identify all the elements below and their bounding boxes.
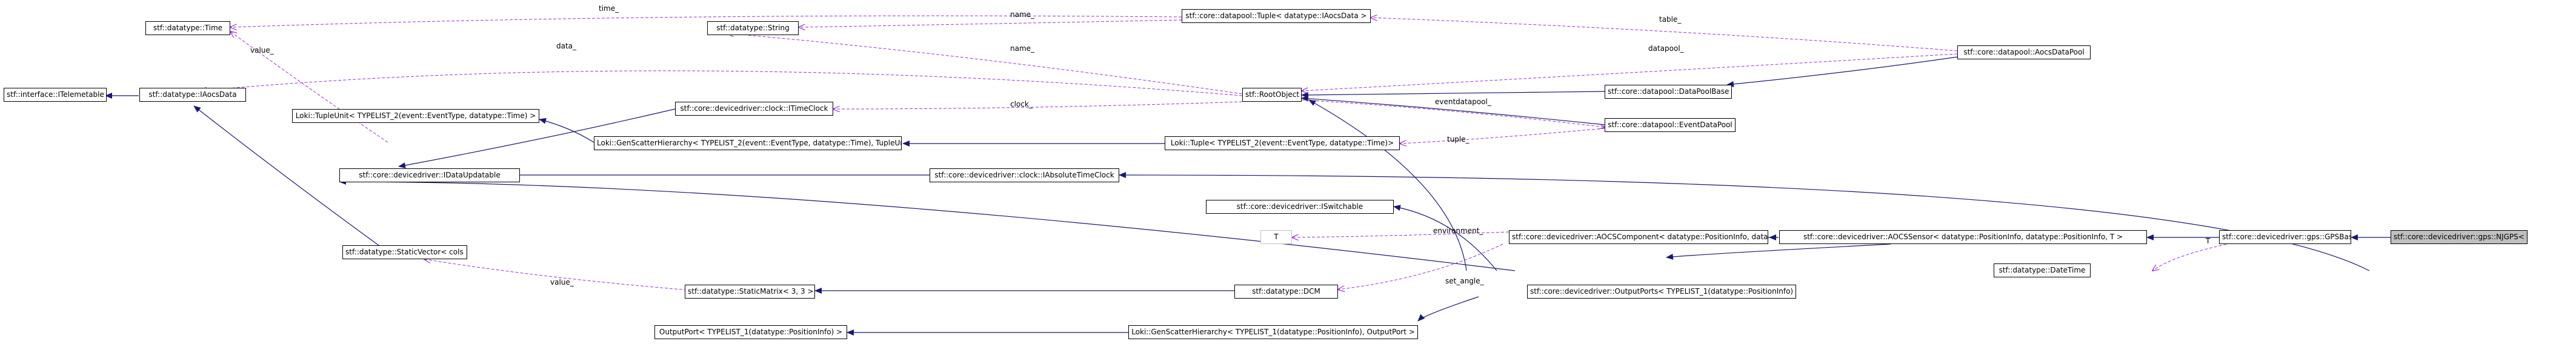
edge-tupleunit-genscatter bbox=[539, 117, 594, 143]
node-gpsbase[interactable]: stf::core::devicedriver::gps::GPSBase< T… bbox=[2219, 230, 2351, 244]
edge-label-datapool: datapool_ bbox=[1648, 44, 1685, 53]
edge-aocscomponent-iswitchable bbox=[1393, 205, 1497, 271]
node-datapoolbase[interactable]: stf::core::datapool::DataPoolBase bbox=[1605, 85, 1732, 99]
edge-label-set-angle: set_angle_ bbox=[1445, 277, 1485, 285]
edge-eventdatapool-rootobject bbox=[1301, 95, 1605, 125]
edge-use-name1 bbox=[799, 19, 1182, 27]
node-itelemetable[interactable]: stf::interface::ITelemetable bbox=[4, 88, 107, 102]
node-staticvector[interactable]: stf::datatype::StaticVector< cols > bbox=[342, 245, 467, 259]
node-rootobject[interactable]: stf::RootObject bbox=[1242, 88, 1302, 102]
edge-label-data: data_ bbox=[556, 42, 577, 50]
edge-label-time: time_ bbox=[599, 4, 619, 13]
edge-aocscomponent-rootobject bbox=[1308, 99, 1467, 271]
node-dcm[interactable]: stf::datatype::DCM bbox=[1234, 285, 1338, 299]
node-datatype-string[interactable]: stf::datatype::String bbox=[707, 21, 799, 35]
edge-label-tuple: tuple_ bbox=[1447, 135, 1470, 144]
edge-use-name2 bbox=[727, 33, 1243, 94]
node-aocssensor[interactable]: stf::core::devicedriver::AOCSSensor< dat… bbox=[1779, 230, 2147, 244]
node-datatype-time[interactable]: stf::datatype::Time bbox=[145, 21, 230, 35]
edge-label-value-time: value_ bbox=[250, 46, 275, 55]
node-outputports[interactable]: stf::core::devicedriver::OutputPorts< TY… bbox=[1527, 285, 1796, 299]
node-genscatter-event[interactable]: Loki::GenScatterHierarchy< TYPELIST_2(ev… bbox=[594, 136, 902, 150]
edge-itimeclock-idataupdatable bbox=[398, 108, 676, 168]
edge-use-value-time bbox=[230, 31, 388, 143]
node-outputport[interactable]: OutputPort< TYPELIST_1(datatype::Positio… bbox=[654, 325, 847, 339]
edge-use-tuple bbox=[1400, 128, 1605, 144]
edge-label-value-sv: value_ bbox=[550, 278, 574, 286]
edge-label-environment: environment_ bbox=[1433, 227, 1483, 235]
node-iabsolutetimeclock[interactable]: stf::core::devicedriver::clock::IAbsolut… bbox=[930, 168, 1119, 182]
edge-use-time bbox=[230, 15, 1182, 27]
edge-outputports-genscatter-output bbox=[1417, 296, 1479, 322]
node-datetime[interactable]: stf::datatype::DateTime bbox=[1994, 263, 2091, 277]
node-iaocsdata-tuple[interactable]: stf::core::datapool::Tuple< datatype::IA… bbox=[1182, 9, 1371, 23]
node-staticmatrix[interactable]: stf::datatype::StaticMatrix< 3, 3 > bbox=[685, 285, 815, 299]
node-eventdatapool[interactable]: stf::core::datapool::EventDataPool bbox=[1605, 118, 1736, 132]
node-iaocsdata[interactable]: stf::datatype::IAocsData bbox=[139, 88, 246, 102]
edge-use-data bbox=[200, 70, 1243, 96]
edge-aocscomponent-idataupdatable bbox=[339, 179, 1516, 271]
edge-label-name1: name_ bbox=[1010, 10, 1035, 19]
edge-use-table bbox=[1371, 18, 1958, 51]
edge-use-clock bbox=[833, 101, 1243, 109]
edge-use-value-sv bbox=[424, 259, 697, 291]
edge-label-eventdatapool: eventdatapool_ bbox=[1435, 98, 1492, 106]
node-njgps[interactable]: stf::core::devicedriver::gps::NJGPS< T > bbox=[2391, 230, 2528, 244]
node-idataupdatable[interactable]: stf::core::devicedriver::IDataUpdatable bbox=[339, 168, 520, 182]
node-t-param[interactable]: T bbox=[1260, 230, 1292, 244]
edge-staticvector-iaocsdata bbox=[193, 105, 388, 253]
node-tupleunit[interactable]: Loki::TupleUnit< TYPELIST_2(event::Event… bbox=[292, 109, 539, 123]
edge-label-t: T bbox=[2205, 237, 2211, 245]
node-aocsdatapool[interactable]: stf::core::datapool::AocsDataPool bbox=[1957, 45, 2091, 59]
edge-use-environment bbox=[1292, 231, 1509, 237]
node-aocscomponent[interactable]: stf::core::devicedriver::AOCSComponent< … bbox=[1509, 230, 1768, 244]
node-loki-tuple[interactable]: Loki::Tuple< TYPELIST_2(event::EventType… bbox=[1165, 136, 1400, 150]
node-itimeclock[interactable]: stf::core::devicedriver::clock::ITimeClo… bbox=[675, 102, 833, 116]
edge-aocsdatapool-datapoolbase bbox=[1726, 56, 1958, 87]
node-genscatter-output[interactable]: Loki::GenScatterHierarchy< TYPELIST_1(da… bbox=[1128, 325, 1418, 339]
node-iswitchable[interactable]: stf::core::devicedriver::ISwitchable bbox=[1206, 200, 1394, 214]
edge-label-name2: name_ bbox=[1010, 44, 1035, 53]
edge-datapoolbase-rootobject bbox=[1301, 91, 1605, 98]
edge-use-eventdatapool bbox=[1301, 99, 1605, 127]
edge-label-table: table_ bbox=[1659, 15, 1682, 24]
edge-use-set-angle bbox=[1338, 243, 1503, 289]
edge-label-clock: clock_ bbox=[1010, 100, 1033, 108]
edge-use-t bbox=[2152, 242, 2237, 271]
edge-use-datapool bbox=[1302, 53, 1958, 91]
edge-aocssensor-outputports bbox=[1666, 243, 1891, 260]
